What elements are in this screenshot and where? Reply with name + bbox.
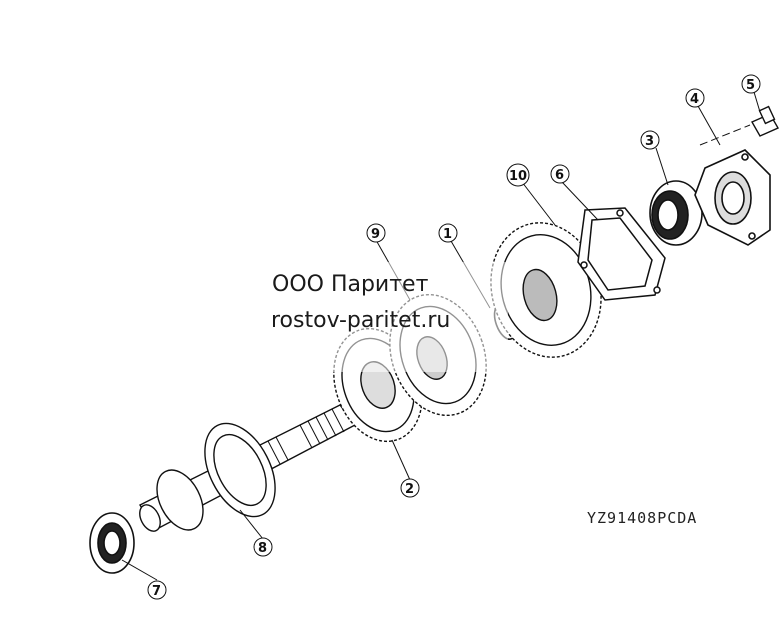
callout-4: 4: [690, 92, 699, 107]
callout-1: 1: [443, 227, 452, 242]
callout-3: 3: [645, 134, 654, 149]
cover-part-4: [694, 149, 771, 246]
input-shaft-part-8: [139, 404, 357, 532]
watermark-url: rostov-paritet.ru: [271, 308, 451, 333]
callout-10: 10: [509, 169, 527, 184]
bearing-part-7: [89, 512, 135, 574]
watermark-backdrop: [248, 262, 508, 372]
callout-5: 5: [746, 78, 755, 93]
callout-labels: 7 8 2 9 1 10 6 3 4 5: [147, 74, 761, 600]
callout-6: 6: [555, 168, 564, 183]
plate-part-6: [577, 207, 666, 301]
bearing-part-3: [649, 180, 703, 246]
callout-8: 8: [258, 541, 267, 556]
callout-9: 9: [371, 227, 380, 242]
drawing-code: YZ91408PCDA: [587, 509, 698, 527]
callout-2: 2: [405, 482, 414, 497]
bolt-part-5: [751, 105, 779, 137]
assembly-axis-line: [699, 124, 751, 146]
callout-7: 7: [152, 584, 161, 599]
watermark-company: ООО Паритет: [272, 272, 429, 297]
